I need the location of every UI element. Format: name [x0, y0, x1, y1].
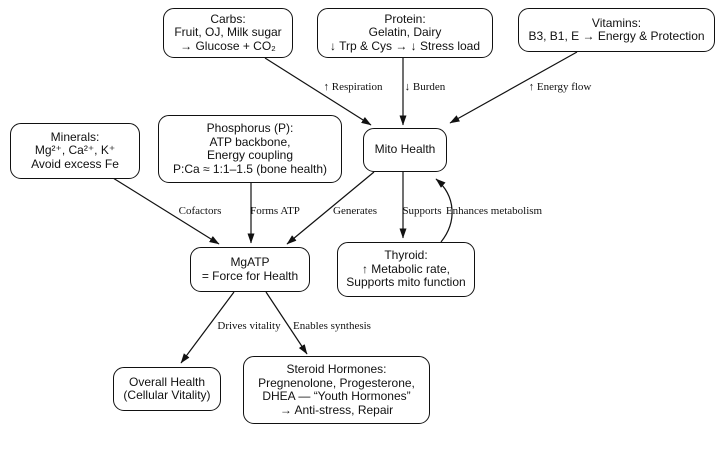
- edge-label-generates: Generates: [333, 205, 377, 217]
- edge-label-respiration: ↑ Respiration: [323, 81, 383, 93]
- edge-label-drives-vitality: Drives vitality: [217, 320, 281, 332]
- node-line: → Glucose + CO₂: [180, 38, 276, 53]
- node-line: Supports mito function: [346, 275, 466, 290]
- edge-vitamins-to-mito: [449, 51, 578, 124]
- node-carbs: Carbs: Fruit, OJ, Milk sugar → Glucose +…: [163, 8, 293, 58]
- node-line: MgATP: [230, 255, 270, 269]
- node-line: = Force for Health: [201, 268, 299, 283]
- node-line: Mito Health: [374, 142, 436, 157]
- node-line: Minerals:: [50, 129, 100, 144]
- edge-label-enhances-metabolism: Enhances metabolism: [445, 205, 543, 217]
- node-line: Mg²⁺, Ca²⁺, K⁺: [34, 143, 116, 158]
- node-steroid-hormones: Steroid Hormones: Pregnenolone, Progeste…: [243, 356, 430, 424]
- node-line: Fruit, OJ, Milk sugar: [174, 25, 282, 40]
- node-line: Vitamins:: [591, 15, 642, 30]
- edge-label-supports: Supports: [402, 205, 442, 217]
- node-line: B3, B1, E → Energy & Protection: [528, 29, 705, 43]
- node-line: Steroid Hormones:: [286, 362, 387, 376]
- node-line: Overall Health: [128, 374, 206, 389]
- node-line: P:Ca ≈ 1:1–1.5 (bone health): [172, 161, 328, 176]
- node-overall-health: Overall Health (Cellular Vitality): [113, 367, 221, 411]
- node-line: Carbs:: [210, 11, 246, 26]
- edge-minerals-to-mgatp: [112, 177, 220, 245]
- node-minerals: Minerals: Mg²⁺, Ca²⁺, K⁺ Avoid excess Fe: [10, 123, 140, 179]
- edge-mgatp-to-overall: [180, 291, 235, 364]
- edge-label-burden: ↓ Burden: [404, 81, 446, 93]
- node-line: Avoid excess Fe: [31, 156, 119, 171]
- edge-label-enables-synthesis: Enables synthesis: [293, 320, 371, 332]
- node-line: Gelatin, Dairy: [368, 25, 442, 40]
- edge-mito-to-mgatp: [286, 171, 375, 245]
- node-thyroid: Thyroid: ↑ Metabolic rate, Supports mito…: [337, 242, 475, 297]
- node-line: Phosphorus (P):: [206, 121, 294, 135]
- node-mito-health: Mito Health: [363, 128, 447, 172]
- node-vitamins: Vitamins: B3, B1, E → Energy & Protectio…: [518, 8, 715, 52]
- edge-mgatp-to-steroid: [265, 291, 308, 355]
- node-line: ↑ Metabolic rate,: [361, 261, 451, 276]
- node-line: → Anti-stress, Repair: [279, 402, 394, 417]
- node-line: Energy coupling: [206, 148, 294, 162]
- edge-label-energy-flow: ↑ Energy flow: [528, 81, 592, 93]
- edge-thyroid-to-mito: [435, 178, 453, 243]
- node-protein: Protein: Gelatin, Dairy ↓ Trp & Cys → ↓ …: [317, 8, 493, 58]
- node-line: Thyroid:: [384, 248, 428, 263]
- node-mgatp: MgATP = Force for Health: [190, 247, 310, 292]
- node-line: ATP backbone,: [209, 134, 291, 149]
- edge-label-cofactors: Cofactors: [178, 205, 222, 217]
- node-line: ↓ Trp & Cys → ↓ Stress load: [329, 38, 481, 53]
- edge-label-forms-atp: Forms ATP: [250, 205, 300, 217]
- node-line: DHEA — “Youth Hormones”: [262, 389, 411, 403]
- node-line: Pregnenolone, Progesterone,: [258, 375, 415, 390]
- edge-carbs-to-mito: [264, 57, 372, 126]
- node-line: (Cellular Vitality): [123, 388, 211, 402]
- node-line: Protein:: [384, 11, 426, 26]
- node-phosphorus: Phosphorus (P): ATP backbone, Energy cou…: [158, 115, 342, 183]
